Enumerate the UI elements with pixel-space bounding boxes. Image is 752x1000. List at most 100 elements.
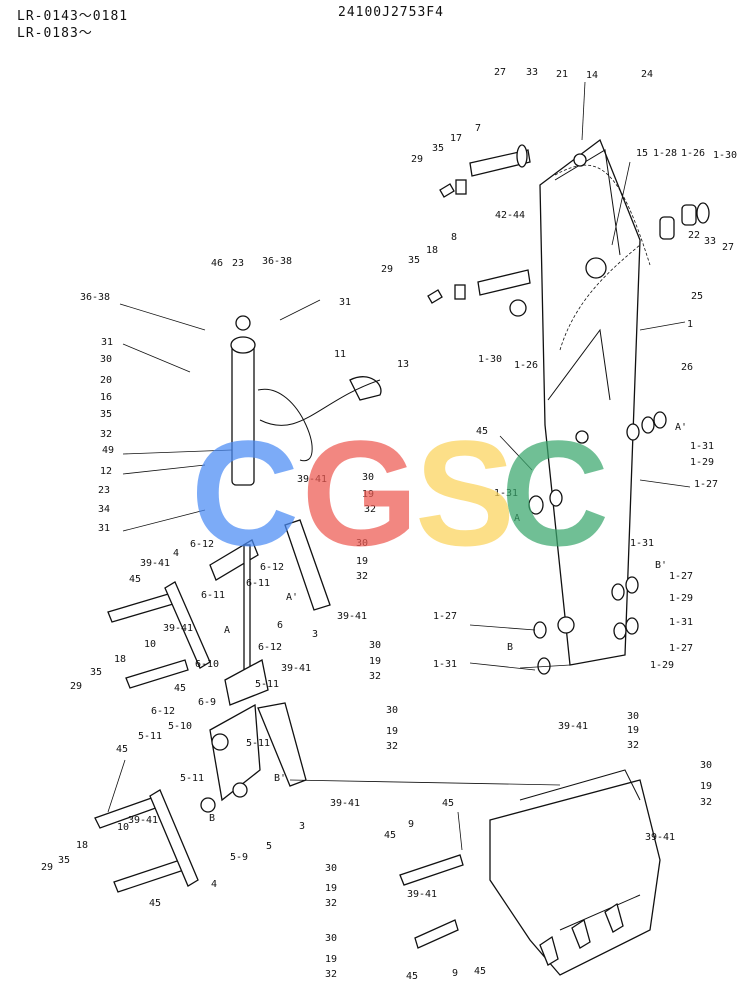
part-callout: 19 xyxy=(369,656,381,667)
boom-assembly xyxy=(539,138,651,666)
part-callout: 45 xyxy=(174,683,186,694)
watermark-letter: S xyxy=(415,409,515,577)
part-callout: 1-30 xyxy=(478,354,502,365)
part-callout: A' xyxy=(675,422,687,433)
part-callout: 39-41 xyxy=(645,832,675,843)
part-callout: 31 xyxy=(339,297,351,308)
part-callout: 32 xyxy=(356,571,368,582)
part-callout: 36-38 xyxy=(80,292,110,303)
part-callout: 3 xyxy=(312,629,318,640)
part-callout: 19 xyxy=(325,883,337,894)
part-callout: B' xyxy=(274,773,286,784)
part-callout: 1-27 xyxy=(694,479,718,490)
part-callout: 5-11 xyxy=(138,731,162,742)
part-callout: 3 xyxy=(299,821,305,832)
part-callout: 14 xyxy=(586,70,598,81)
part-callout: 32 xyxy=(325,898,337,909)
part-callout: 16 xyxy=(100,392,112,403)
part-callout: 32 xyxy=(700,797,712,808)
part-callout: B' xyxy=(655,560,667,571)
part-callout: A xyxy=(224,625,230,636)
part-callout: 1-31 xyxy=(433,659,457,670)
part-callout: 34 xyxy=(98,504,110,515)
part-callout: 39-41 xyxy=(163,623,193,634)
part-callout: 32 xyxy=(325,969,337,980)
part-callout: 30 xyxy=(325,933,337,944)
part-callout: 35 xyxy=(408,255,420,266)
part-callout: 36-38 xyxy=(262,256,292,267)
part-callout: 39-41 xyxy=(128,815,158,826)
part-callout: 11 xyxy=(334,349,346,360)
part-callout: 1-31 xyxy=(630,538,654,549)
part-callout: 18 xyxy=(426,245,438,256)
part-callout: 35 xyxy=(58,855,70,866)
part-callout: B xyxy=(209,813,215,824)
part-callout: 1-30 xyxy=(713,150,737,161)
part-callout: 29 xyxy=(381,264,393,275)
part-callout: B xyxy=(507,642,513,653)
part-callout: 1-29 xyxy=(669,593,693,604)
part-callout: 8 xyxy=(451,232,457,243)
drawing-number: 24100J2753F4 xyxy=(338,5,444,20)
part-callout: 39-41 xyxy=(140,558,170,569)
part-callout: 9 xyxy=(408,819,414,830)
part-callout: 10 xyxy=(117,822,129,833)
part-callout: 29 xyxy=(70,681,82,692)
part-callout: 39-41 xyxy=(407,889,437,900)
part-callout: 30 xyxy=(700,760,712,771)
part-callout: 29 xyxy=(41,862,53,873)
boom-pin-bosses xyxy=(528,411,667,675)
part-callout: 10 xyxy=(144,639,156,650)
part-callout: 39-41 xyxy=(297,474,327,485)
part-callout: 30 xyxy=(100,354,112,365)
part-callout: 1-26 xyxy=(681,148,705,159)
part-callout: 1-27 xyxy=(669,643,693,654)
part-callout: 5 xyxy=(266,841,272,852)
part-callout: 1-31 xyxy=(494,488,518,499)
part-callout: 39-41 xyxy=(337,611,367,622)
part-callout: 5-10 xyxy=(168,721,192,732)
part-callout: 35 xyxy=(100,409,112,420)
part-callout: 19 xyxy=(627,725,639,736)
part-callout: 1-31 xyxy=(669,617,693,628)
part-callout: 15 xyxy=(636,148,648,159)
part-callout: 45 xyxy=(116,744,128,755)
part-callout: 35 xyxy=(90,667,102,678)
part-callout: 45 xyxy=(442,798,454,809)
part-callout: 45 xyxy=(384,830,396,841)
part-callout: 30 xyxy=(356,538,368,549)
part-callout: 30 xyxy=(362,472,374,483)
part-callout: 19 xyxy=(700,781,712,792)
watermark-letter: G xyxy=(302,409,419,577)
part-callout: 6-9 xyxy=(198,697,216,708)
part-callout: 9 xyxy=(452,968,458,979)
part-callout: 27 xyxy=(494,67,506,78)
part-callout: 1 xyxy=(687,319,693,330)
part-callout: 30 xyxy=(627,711,639,722)
part-callout: 1-31 xyxy=(690,441,714,452)
part-callout: 6-10 xyxy=(195,659,219,670)
part-callout: 29 xyxy=(411,154,423,165)
part-callout: 6-12 xyxy=(151,706,175,717)
part-callout: 4 xyxy=(211,879,217,890)
part-callout: 45 xyxy=(476,426,488,437)
part-callout: 18 xyxy=(76,840,88,851)
part-callout: 30 xyxy=(386,705,398,716)
part-callout: 46 xyxy=(211,258,223,269)
part-callout: 5-11 xyxy=(180,773,204,784)
part-callout: 1-28 xyxy=(653,148,677,159)
watermark-letter: C xyxy=(501,409,609,577)
part-callout: 5-9 xyxy=(230,852,248,863)
part-callout: 25 xyxy=(691,291,703,302)
part-callout: 33 xyxy=(704,236,716,247)
part-callout: 27 xyxy=(722,242,734,253)
serial-range-2: LR-0183〜 xyxy=(17,26,93,41)
part-callout: 32 xyxy=(364,504,376,515)
leader-lines xyxy=(107,81,691,851)
part-callout: 6-12 xyxy=(260,562,284,573)
part-callout: 31 xyxy=(98,523,110,534)
